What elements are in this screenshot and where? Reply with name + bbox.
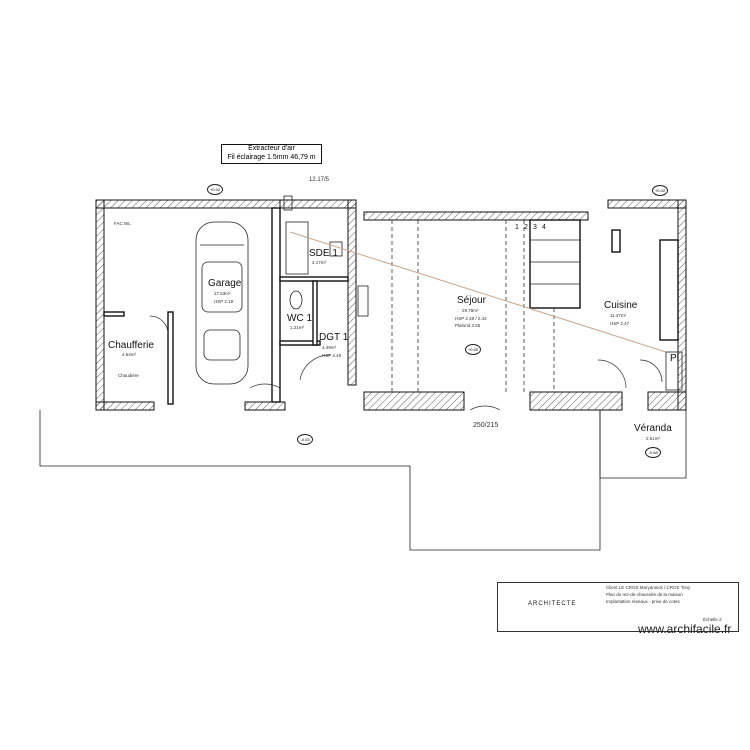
extractor-label: Extracteur d'air Fil éclairage 1.5mm 46,… [221, 144, 322, 164]
level-tag: -0.08 [645, 447, 661, 458]
room-cuisine-name: Cuisine [604, 300, 638, 311]
stair-number-1: 1 [515, 224, 519, 231]
wall-bottom-garage [244, 401, 286, 411]
room-wc-area: 1.21m² [290, 325, 305, 330]
room-chaufferie-name: Chaufferie [108, 340, 154, 351]
kitchen-counter [611, 229, 621, 253]
room-garage-name: Garage [208, 278, 242, 289]
room-cuisine-area: 11.47m² [610, 313, 627, 318]
level-tag: -0.03 [297, 434, 313, 445]
level-tag: +0.02 [652, 185, 668, 196]
veranda-door-swing [639, 359, 663, 383]
wall-mid-right [347, 199, 357, 386]
wall-bottom-right2 [529, 391, 623, 411]
terrace-outline [39, 410, 601, 551]
watermark-link[interactable]: www.archifacile.fr [638, 622, 732, 636]
bathtub [285, 221, 309, 275]
stair-block [529, 219, 581, 309]
extractor-subtitle: Fil éclairage 1.5mm 46,79 m [227, 153, 316, 161]
wall-bottom-right [363, 391, 465, 411]
stair-number-4: 4 [542, 224, 546, 231]
title-block: ARCHITECTE Client LE CROS Maryannick / C… [497, 582, 739, 632]
kitchen-counter-right [659, 239, 679, 341]
level-tag: +0.00 [465, 344, 481, 355]
room-sde-name: SDE 1 [309, 248, 338, 259]
title-line2: Plan du rez-de-chaussée de la maison [606, 592, 683, 597]
room-cuisine-detail: HSP 2.47 [610, 321, 630, 326]
room-sejour-area: 29.78m² [462, 308, 479, 313]
wall-garage-right [271, 207, 281, 403]
dgt-door-swing [299, 354, 331, 381]
wall-bottom-left [95, 401, 155, 411]
room-chaufferie-detail: Chaudière [118, 373, 139, 378]
pl-closet [665, 351, 683, 391]
level-tag: +0.02 [207, 184, 223, 195]
room-sejour-name: Séjour [457, 295, 486, 306]
room-dgt-detail: HSP 2.49 [322, 353, 342, 358]
room-garage-detail: HSP 2.18 [214, 299, 234, 304]
wall-top-right [363, 211, 589, 221]
veranda-outline [599, 410, 687, 479]
wall-left [95, 199, 105, 411]
stair-number-2: 2 [524, 224, 528, 231]
wall-top-cuisine [607, 199, 687, 209]
room-sde-area: 2.17m² [312, 260, 327, 265]
toilet [289, 290, 303, 310]
title-brand: ARCHITECTE [528, 601, 577, 607]
room-veranda-name: Véranda [634, 423, 672, 434]
wall-bottom-right3 [647, 391, 687, 411]
room-wc-name: WC 1 [287, 313, 312, 324]
stair-number-3: 3 [533, 224, 537, 231]
wall-chauff-top [103, 311, 125, 317]
wall-wc-right [312, 280, 318, 346]
room-dgt-name: DGT 1 [319, 332, 349, 343]
wall-top-garage [95, 199, 281, 209]
cable-line [289, 231, 667, 353]
sejour-door-swing [469, 405, 501, 411]
wall-wc-bottom [279, 340, 321, 346]
cuisine-door-swing [597, 359, 627, 389]
title-page: Échelle 2 [703, 617, 722, 622]
top-dimension: 12.17/5 [309, 177, 330, 183]
room-sejour-detail1: HSP 2.48 / 2.42 [455, 316, 487, 321]
chauff-door-swing [149, 315, 169, 335]
window-mid [357, 285, 369, 317]
bottom-dimension: 250/215 [473, 422, 499, 429]
fac-label: FAC.WL [114, 221, 131, 226]
extractor-title: Extracteur d'air [248, 145, 295, 152]
title-line3: Implantation réseaux - prise de cotes [606, 599, 680, 604]
garage-door-swing [249, 383, 281, 389]
title-line1: Client LE CROS Maryannick / CROS Tony [606, 585, 691, 590]
room-sejour-detail2: Plafond 2.55 [455, 323, 481, 328]
extractor-symbol [283, 195, 293, 211]
room-pl-name: Pl [670, 353, 679, 364]
room-chaufferie-area: 4.64m² [122, 352, 137, 357]
car-symbol [195, 221, 249, 385]
wall-chauff-sep [167, 311, 174, 405]
room-garage-area: 17.53m² [214, 291, 231, 296]
room-veranda-area: 2.61m² [646, 436, 661, 441]
wall-top-mid [279, 199, 357, 209]
room-dgt-area: 4.49m² [322, 345, 337, 350]
